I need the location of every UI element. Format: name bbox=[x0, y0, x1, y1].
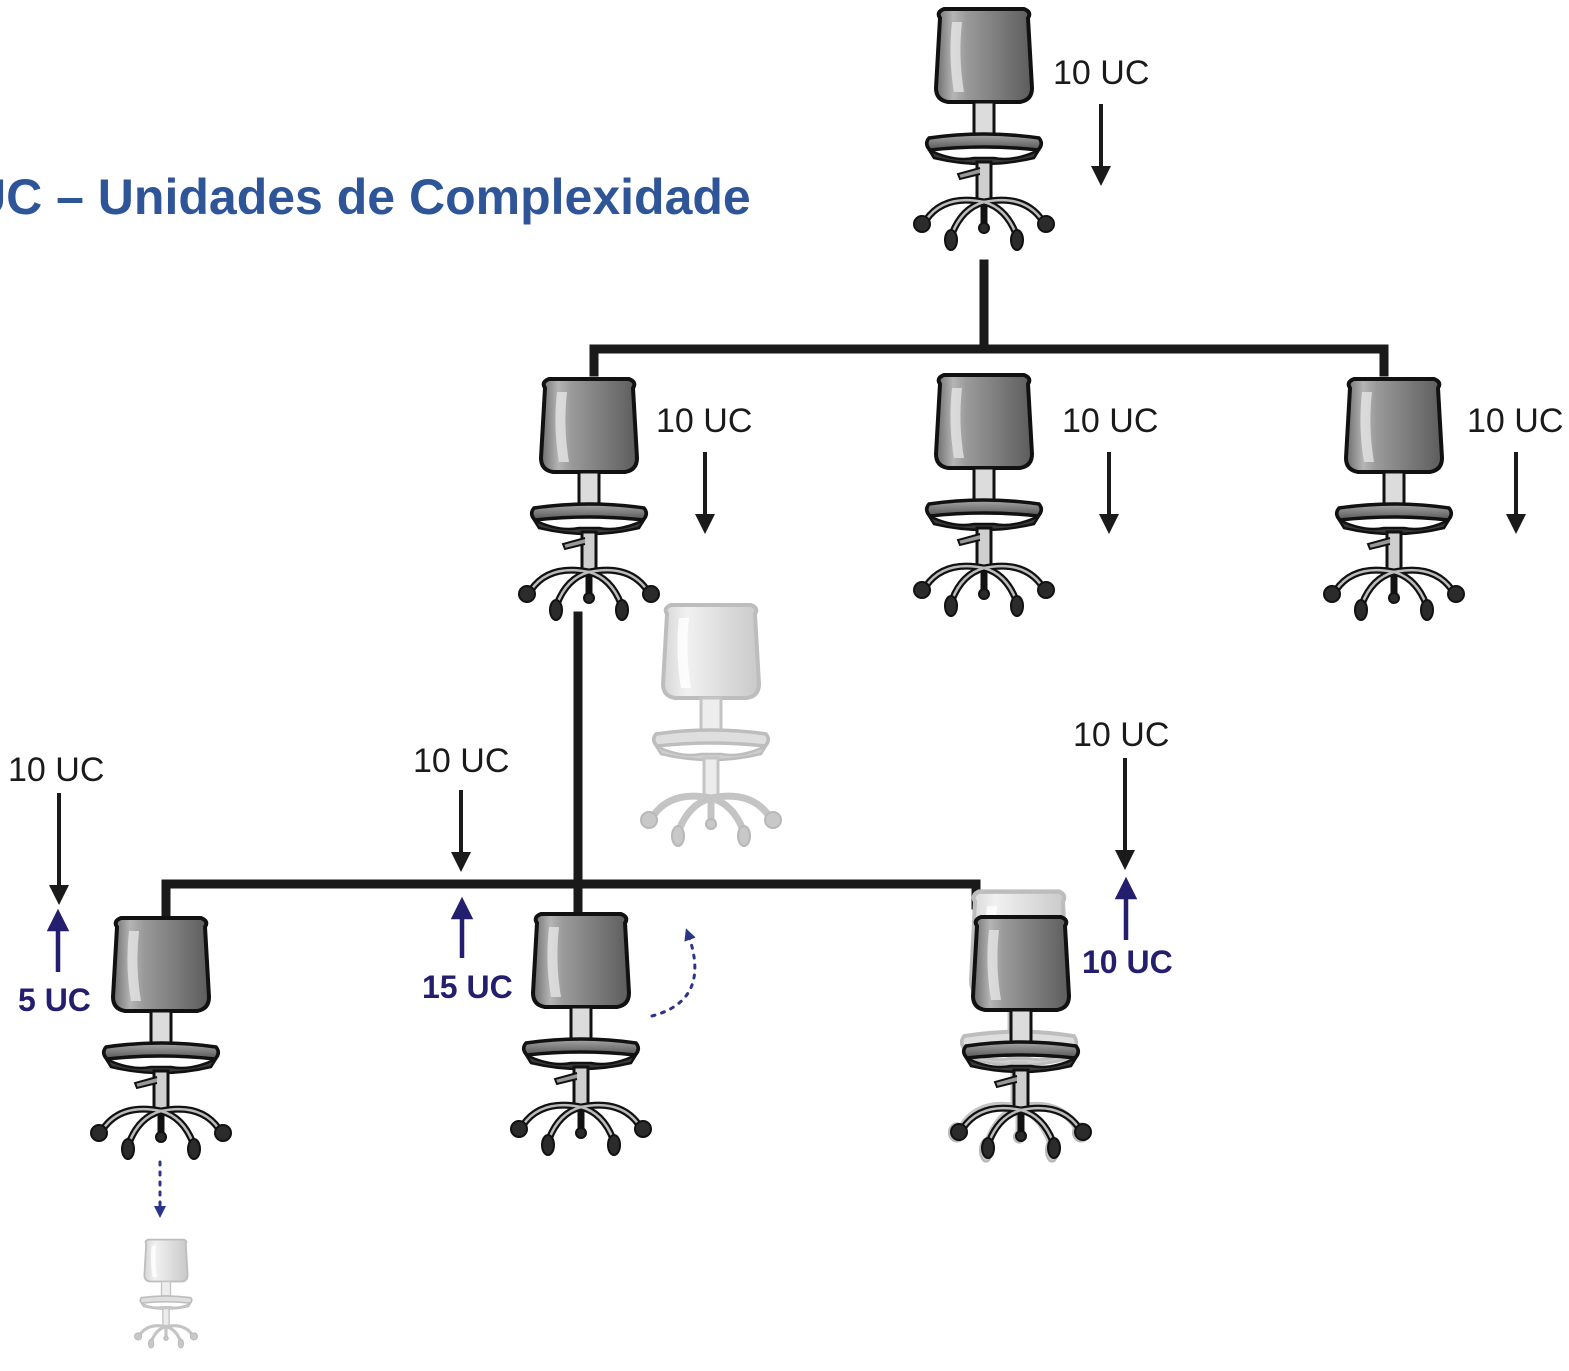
chair-middle-right bbox=[1324, 379, 1464, 620]
chair-bottom-center bbox=[511, 914, 651, 1155]
chair-middle-center bbox=[914, 375, 1054, 616]
label-outgoing-left: 5 UC bbox=[18, 982, 91, 1018]
chair-top bbox=[914, 9, 1054, 250]
chair-middle-left bbox=[519, 379, 659, 620]
label-incoming-right: 10 UC bbox=[1073, 716, 1169, 754]
label-middle-center: 10 UC bbox=[1062, 402, 1158, 440]
chair-bottom-left bbox=[91, 918, 231, 1159]
label-outgoing-right: 10 UC bbox=[1082, 944, 1173, 980]
label-incoming-center: 10 UC bbox=[413, 742, 509, 780]
label-middle-right: 10 UC bbox=[1467, 402, 1563, 440]
label-middle-left: 10 UC bbox=[656, 402, 752, 440]
ghost-chair-moving bbox=[641, 605, 781, 846]
diagram-title: UC – Unidades de Complexidade bbox=[0, 169, 751, 225]
label-incoming-left: 10 UC bbox=[8, 751, 104, 789]
connector-lines bbox=[161, 259, 1389, 917]
label-top: 10 UC bbox=[1053, 54, 1149, 92]
ghost-chair-small bbox=[132, 1238, 200, 1350]
label-outgoing-center: 15 UC bbox=[422, 969, 513, 1005]
dotted-arrow-move-up bbox=[650, 928, 697, 1018]
